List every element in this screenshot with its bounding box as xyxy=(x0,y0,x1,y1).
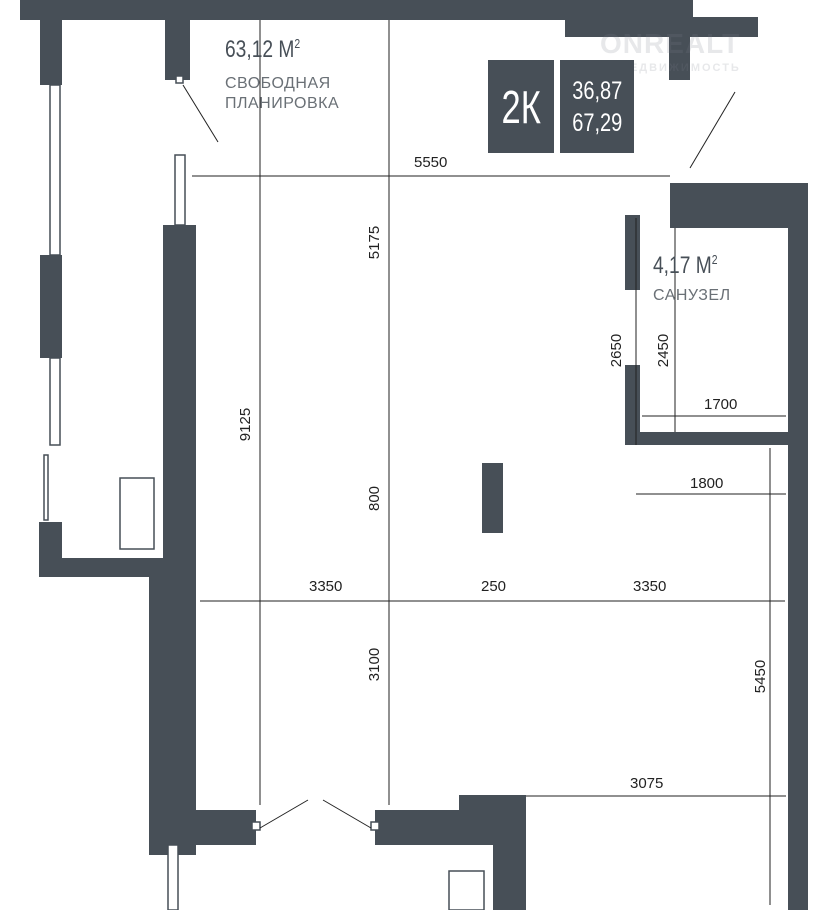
dim-total-height: 9125 xyxy=(237,407,255,442)
dim-bath-width: 1700 xyxy=(704,396,738,413)
window xyxy=(49,84,61,256)
dim-bath-inner: 2450 xyxy=(655,333,673,368)
windows xyxy=(43,75,485,910)
balcony-bottom-wall xyxy=(39,558,163,577)
dim-top-width: 5550 xyxy=(414,154,448,171)
fixture xyxy=(119,477,155,550)
right-wall xyxy=(788,183,808,910)
bath-area: 4,17 М2 xyxy=(653,252,718,279)
main-left-wall-lower xyxy=(149,558,196,855)
bath-name: САНУЗЕЛ xyxy=(653,287,731,304)
bath-left-wall xyxy=(625,215,640,290)
column xyxy=(482,463,503,533)
bottom-left-wall xyxy=(196,810,256,845)
bottom-right-wall xyxy=(375,810,459,845)
main-room-area: 63,12 М2 xyxy=(225,36,301,63)
top-pillar xyxy=(165,18,190,80)
door-post xyxy=(370,821,380,831)
dim-right-width: 3350 xyxy=(633,578,667,595)
bath-bottom-wall xyxy=(625,432,790,445)
dim-left-width: 3350 xyxy=(309,578,343,595)
top-wall xyxy=(20,0,693,20)
dimension-lines xyxy=(182,20,786,905)
dim-upper-height: 5175 xyxy=(366,225,384,260)
left-outer-wall xyxy=(40,255,62,358)
dim-column-width: 250 xyxy=(481,578,507,595)
living-area: 36,87 xyxy=(571,76,623,105)
watermark-brand: ONREALT xyxy=(600,28,741,59)
top-wall-stub xyxy=(669,37,690,80)
dim-lower-height: 3100 xyxy=(366,647,384,682)
window xyxy=(174,154,186,226)
post xyxy=(175,75,184,84)
dim-bottom-width: 3075 xyxy=(630,775,664,792)
window xyxy=(43,454,49,521)
area-badge: 36,87 67,29 xyxy=(560,60,634,153)
watermark-sub: НЕДВИЖИМОСТЬ xyxy=(620,62,741,74)
dim-corridor-width: 1800 xyxy=(690,475,724,492)
window xyxy=(49,357,61,446)
walls xyxy=(20,0,808,910)
total-area: 67,29 xyxy=(571,108,623,137)
room-count-badge: 2К xyxy=(488,60,554,153)
top-wall-step xyxy=(565,17,758,37)
room-count: 2К xyxy=(501,80,541,133)
dim-column-height: 800 xyxy=(366,485,384,512)
door-post xyxy=(251,821,261,831)
window xyxy=(167,844,179,910)
top-right-wall xyxy=(670,183,808,228)
left-outer-wall xyxy=(40,18,62,85)
fixture xyxy=(448,870,485,910)
dim-right-height: 5450 xyxy=(752,659,770,694)
dim-bath-outer: 2650 xyxy=(608,333,626,368)
bottom-right-wall xyxy=(493,795,526,910)
